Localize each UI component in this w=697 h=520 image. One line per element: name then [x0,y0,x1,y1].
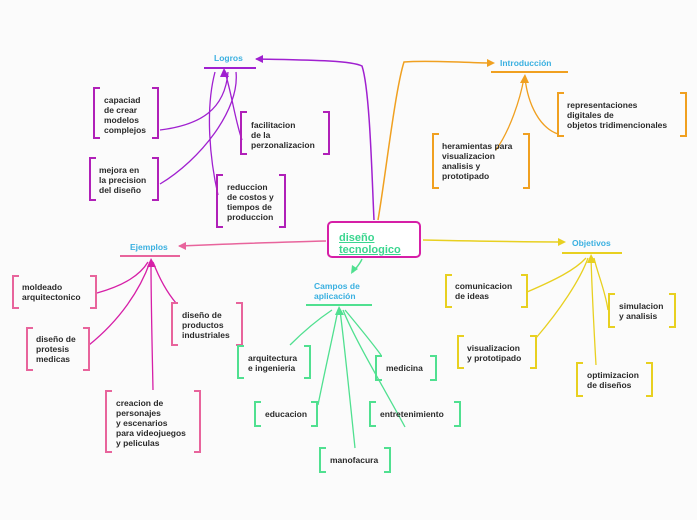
node-manofacura[interactable]: manofacura [330,455,379,465]
bracket-arquitectura [237,345,311,379]
node-arquitectura[interactable]: arquitectura e ingenieria [248,353,298,373]
node-mejora[interactable]: mejora en la precision del diseño [99,165,147,195]
node-moldeado[interactable]: moldeado arquitectonico [22,282,81,302]
link-center-introduccion [377,60,494,221]
bracket-representaciones [557,92,687,137]
central-topic-label: diseño tecnologico [339,232,401,256]
link-logros-facilitacion [224,71,243,141]
bracket-optimizacion [576,362,653,397]
topic-campos[interactable]: Campos de aplicación [314,281,360,301]
link-ejemplos-protesis [88,261,151,346]
arrow-campos-children [335,306,344,315]
node-creacion[interactable]: creacion de personajes y escenarios para… [116,398,186,448]
arrow-intro-children [520,74,529,83]
link-intro-representaciones [524,77,559,135]
link-logros-reduccion [208,71,219,196]
topic-ejemplos[interactable]: Ejemplos [130,242,168,252]
link-obj-optimizacion [590,257,597,366]
bracket-creacion [105,390,201,453]
bracket-visualizacion [457,335,537,369]
arrow-logros [255,55,263,63]
link-obj-comunicacion [526,257,587,293]
link-campos-manofacura [339,309,356,449]
node-comunicacion[interactable]: comunicacion de ideas [455,281,513,301]
node-medicina[interactable]: medicina [386,363,423,373]
bracket-reduccion [216,174,286,228]
link-ejemplos-productos [152,261,177,304]
node-representaciones[interactable]: representaciones digitales de objetos tr… [567,100,668,130]
link-campos-entretenimiento [342,309,406,428]
bracket-protesis [26,327,90,371]
bracket-moldeado [12,275,97,309]
arrow-objetivos [558,238,566,246]
bracket-capaciad [93,87,159,139]
link-center-ejemplos [178,240,327,247]
link-logros-mejora [159,71,237,185]
node-productos[interactable]: diseño de productos industriales [182,310,230,340]
bracket-entretenimiento [369,401,461,427]
link-obj-simulacion [593,257,609,311]
bracket-comunicacion [445,274,528,308]
link-ejemplos-creacion [150,261,154,391]
node-educacion[interactable]: educacion [265,409,308,419]
link-campos-medicina [344,309,382,356]
node-optimizacion[interactable]: optimizacion de diseños [587,370,639,390]
node-heramientas[interactable]: heramientas para visualizacion analisis … [442,141,513,181]
arrow-campos [351,265,358,274]
arrow-ejemplos [178,242,186,250]
node-protesis[interactable]: diseño de protesis medicas [36,334,76,364]
link-center-logros [255,58,375,221]
node-facilitacion[interactable]: facilitacion de la perzonalizacion [251,120,315,150]
link-intro-heramientas [495,77,525,151]
node-capaciad[interactable]: capaciad de crear modelos complejos [104,95,147,135]
arrow-logros-children [220,68,229,77]
link-ejemplos-moldeado [96,261,149,294]
node-simulacion[interactable]: simulacion y analisis [619,301,664,321]
link-campos-educacion [317,309,339,406]
link-center-objetivos [422,239,565,243]
bracket-simulacion [608,293,676,328]
arrow-ejemplos-children [147,258,156,267]
topic-introduccion[interactable]: Introducción [500,58,552,68]
bracket-manofacura [319,447,391,473]
topic-logros[interactable]: Logros [214,53,243,63]
arrow-introduccion [487,59,495,67]
arrow-obj-children [587,254,596,263]
central-topic[interactable]: diseño tecnologico [327,221,421,258]
link-logros-capaciad [159,71,229,131]
node-entretenimiento[interactable]: entretenimiento [380,409,444,419]
bracket-facilitacion [240,111,330,155]
bracket-mejora [89,157,159,201]
topic-objetivos[interactable]: Objetivos [572,238,611,248]
node-reduccion[interactable]: reduccion de costos y tiempos de producc… [227,182,274,222]
link-campos-arquitectura [289,309,333,346]
bracket-medicina [375,355,437,381]
bracket-educacion [254,401,318,427]
node-visualizacion[interactable]: visualizacion y prototipado [467,343,522,363]
link-obj-visualizacion [535,257,589,339]
bracket-heramientas [432,133,530,189]
